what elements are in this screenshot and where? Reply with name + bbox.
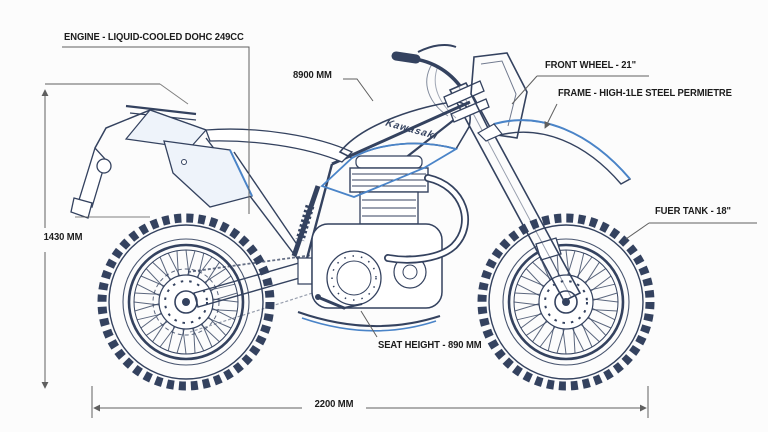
front-wheel [477, 213, 655, 391]
annotation-lines [41, 46, 757, 418]
fuel-tank-leader-line [625, 222, 650, 240]
front-fork [443, 80, 582, 303]
rear-rack [125, 104, 197, 116]
fuel-tank-callout: FUER TANK - 18" [655, 205, 731, 217]
seat [205, 128, 354, 163]
rear-wheel [97, 213, 275, 391]
triple-clamp [443, 80, 485, 108]
front-wheel-leader-line [511, 75, 538, 105]
rear-mudflap [78, 146, 107, 208]
brake-lever [417, 43, 457, 53]
radiator-shroud [320, 142, 459, 198]
frame-leader-line [544, 103, 558, 129]
footpeg [318, 296, 346, 310]
side-panel [163, 140, 253, 208]
handlebar-grip [391, 51, 421, 64]
engine [297, 155, 469, 332]
tail-light [70, 197, 93, 219]
drive-chain [187, 253, 321, 273]
tail-section [70, 104, 253, 219]
seat-height-callout: SEAT HEIGHT - 890 MM [378, 339, 482, 351]
handlebar [391, 43, 462, 119]
seat-height-leader-line [360, 310, 378, 338]
rear-shock [291, 185, 321, 257]
top-dimension-label: 8900 MM [293, 69, 332, 81]
front-wheel-callout: FRONT WHEEL - 21" [545, 59, 636, 71]
engine-leader-line [62, 46, 250, 214]
length-dimension-label: 2200 MM [314, 398, 354, 410]
top-dimension-leader-line [343, 78, 374, 102]
height-dimension-label: 1430 MM [43, 231, 83, 243]
front-fender [477, 119, 632, 185]
frame-callout: FRAME - HIGH-1LE STEEL PERMIETRE [558, 87, 732, 99]
headlight-cowl [470, 52, 528, 139]
engine-callout: ENGINE - LIQUID-COOLED DOHC 249CC [64, 31, 244, 43]
rear-signal [96, 158, 112, 174]
